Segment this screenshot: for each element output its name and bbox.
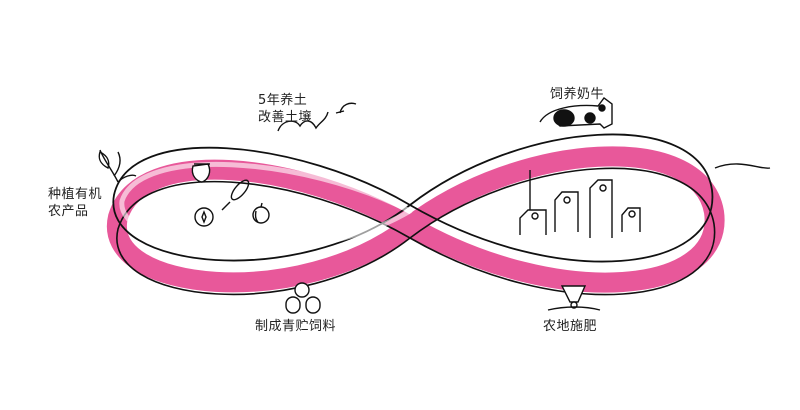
label-organic: 种植有机 农产品 <box>48 186 102 220</box>
soil-cloud-icon <box>277 102 357 132</box>
label-organic-line2: 农产品 <box>48 204 89 219</box>
label-soil-line1: 5年养土 <box>258 93 308 108</box>
apple-icon <box>252 202 270 224</box>
corn-icon <box>221 179 250 211</box>
label-fertilize: 农地施肥 <box>543 319 598 334</box>
blueberry-icon <box>194 207 214 227</box>
fertilizer-spreader-icon <box>547 285 601 311</box>
label-organic-line1: 种植有机 <box>48 187 103 202</box>
label-soil: 5年养土 改善土壤 <box>258 92 312 126</box>
pasture-line <box>714 163 771 169</box>
milk-cartons-icon <box>519 170 641 238</box>
strawberry-icon <box>191 163 211 183</box>
hay-bales-icon <box>285 282 321 314</box>
label-soil-line2: 改善土壤 <box>258 110 313 125</box>
label-cows: 饲养奶牛 <box>550 87 605 102</box>
label-silage: 制成青贮饲料 <box>255 319 337 334</box>
cow-icon <box>539 97 613 129</box>
infinity-ribbon <box>106 133 725 296</box>
plant-icon <box>98 149 137 183</box>
